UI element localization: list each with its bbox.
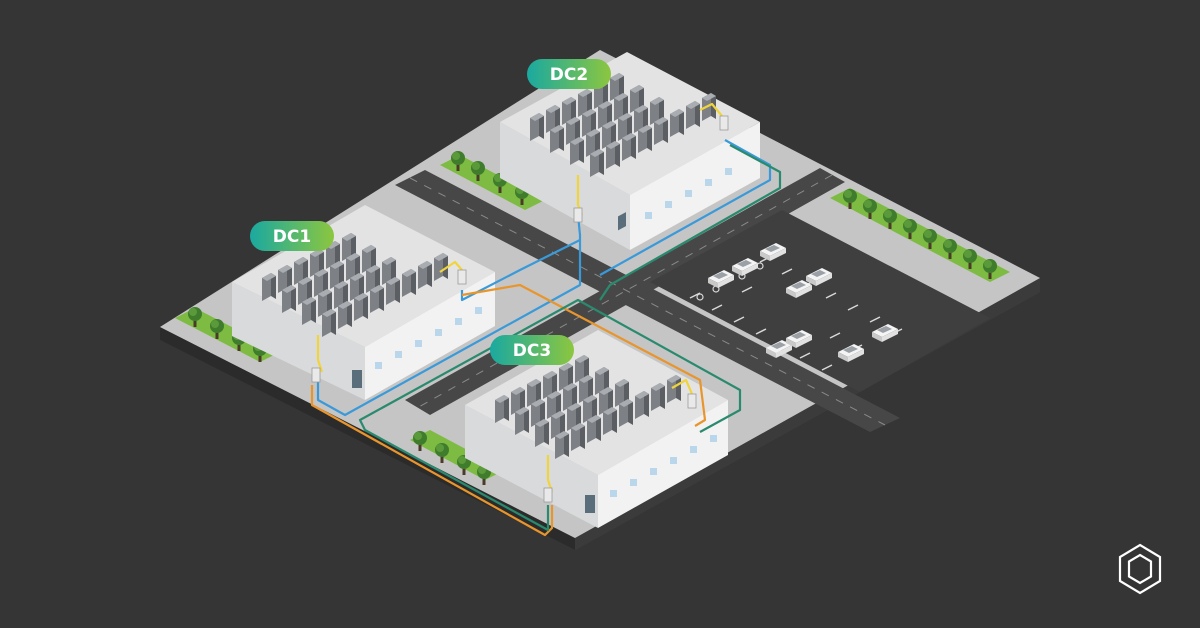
cable-blue: [316, 214, 582, 417]
cable-orange-2: [461, 283, 707, 427]
cable-yellow-dc1: [316, 335, 324, 373]
cable-green-2: [599, 144, 782, 301]
junction-boxes: [311, 115, 729, 503]
cable-orange: [310, 385, 554, 537]
fiber-cables: [310, 102, 782, 537]
dc3-label-text: DC3: [513, 341, 551, 361]
hexagon-logo-icon: [1118, 543, 1162, 595]
cable-yellow-dc1-right: [439, 260, 463, 273]
cable-yellow-dc2-right: [699, 102, 723, 117]
dc1-label-text: DC1: [273, 227, 311, 247]
dc2-label-text: DC2: [550, 65, 588, 85]
dc3-label: DC3: [490, 335, 574, 365]
green-areas: [175, 151, 1010, 485]
cable-blue-3: [599, 139, 772, 276]
cable-green: [358, 298, 742, 532]
dc3-building: [465, 330, 728, 528]
cable-yellow-dc3-right: [671, 378, 694, 395]
dc2-label: DC2: [527, 59, 611, 89]
dc1-building: [232, 205, 495, 400]
parking-lot: [650, 210, 990, 392]
dc1-label: DC1: [250, 221, 334, 251]
